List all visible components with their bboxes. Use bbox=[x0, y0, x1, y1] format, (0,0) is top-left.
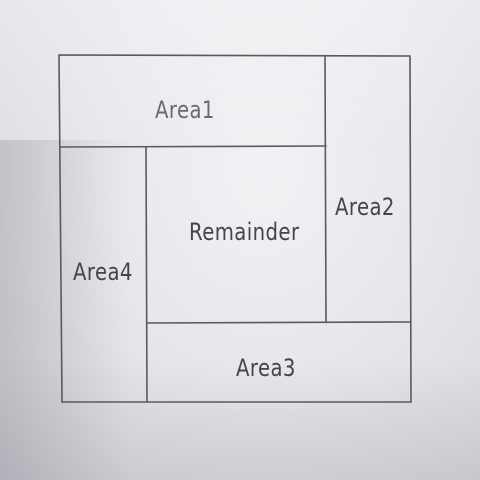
area2-left-edge bbox=[324, 56, 327, 323]
area2-label: Area2 bbox=[335, 193, 395, 221]
area1-bottom-edge bbox=[59, 145, 327, 148]
area4-label: Area4 bbox=[73, 258, 133, 286]
outer-square bbox=[58, 54, 412, 403]
area4-right-edge bbox=[145, 146, 148, 403]
area1-label: Area1 bbox=[155, 96, 215, 124]
area3-top-edge bbox=[146, 321, 411, 324]
area3-label: Area3 bbox=[236, 354, 296, 382]
remainder-label: Remainder bbox=[189, 218, 300, 246]
